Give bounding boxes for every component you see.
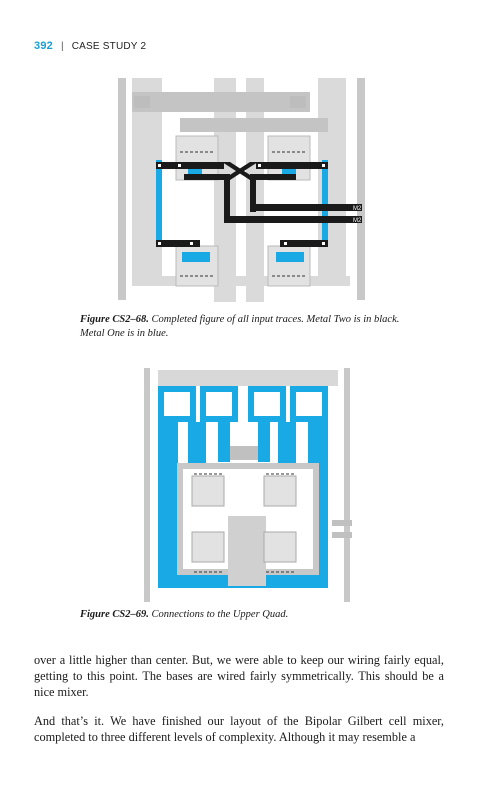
- figure-upper-quad: [144, 368, 352, 602]
- page-number: 392: [34, 40, 53, 52]
- figure-caption-cs2-69: Figure CS2–69. Connections to the Upper …: [80, 608, 410, 622]
- running-header: 392 | CASE STUDY 2: [34, 40, 146, 52]
- figure-caption-text: Connections to the Upper Quad.: [151, 609, 289, 620]
- figure-caption-text: Completed figure of all input traces. Me…: [80, 314, 400, 339]
- header-separator: |: [60, 41, 64, 52]
- figure-input-traces: M2 M2: [118, 78, 365, 302]
- trace-label-m2-upper: M2: [353, 206, 362, 212]
- body-paragraph-2: And that’s it. We have finished our layo…: [34, 714, 444, 744]
- figure-label: Figure CS2–69.: [80, 609, 149, 620]
- running-title: CASE STUDY 2: [71, 41, 147, 52]
- body-paragraph-1: over a little higher than center. But, w…: [34, 653, 444, 699]
- figure-label: Figure CS2–68.: [80, 314, 149, 325]
- figure-caption-cs2-68: Figure CS2–68. Completed figure of all i…: [80, 313, 410, 341]
- trace-label-m2-lower: M2: [353, 218, 362, 224]
